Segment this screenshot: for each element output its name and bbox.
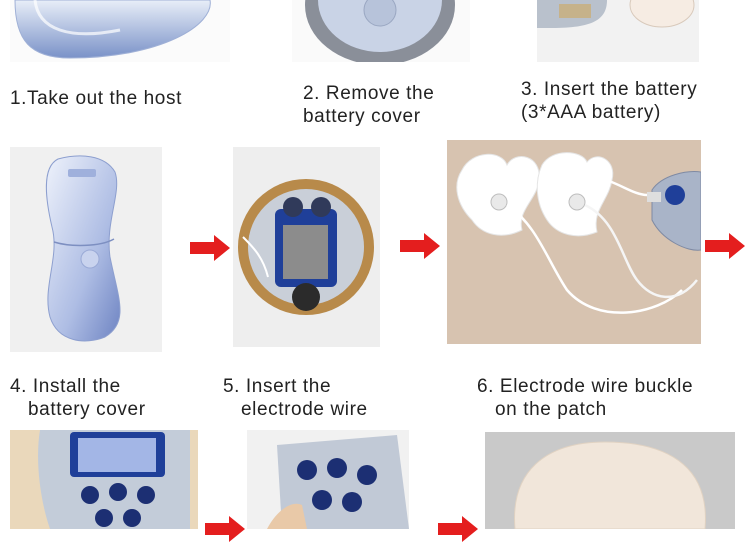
step-1-photo bbox=[10, 0, 230, 62]
step-1-caption: 1.Take out the host bbox=[10, 87, 182, 110]
arrow-right-icon bbox=[438, 516, 478, 542]
step-6-photo bbox=[447, 140, 701, 344]
step-4-line2: battery cover bbox=[28, 399, 146, 420]
step-6-line1: 6. Electrode wire buckle bbox=[477, 376, 694, 397]
step-7-photo bbox=[10, 430, 198, 529]
step-4-photo bbox=[10, 147, 162, 352]
arrow-right-icon bbox=[705, 233, 745, 259]
step-3-caption: 3. Insert the battery (3*AAA battery) bbox=[521, 78, 697, 124]
step-5-caption: 5. Insert the electrode wire bbox=[223, 375, 368, 421]
step-8-photo bbox=[247, 430, 409, 529]
step-2-photo bbox=[292, 0, 470, 62]
step-9-photo bbox=[485, 432, 735, 529]
step-2-line2: battery cover bbox=[303, 106, 421, 127]
step-3-photo bbox=[537, 0, 699, 62]
step-2-caption: 2. Remove the battery cover bbox=[303, 82, 434, 128]
step-6-line2: on the patch bbox=[495, 399, 607, 420]
arrow-right-icon bbox=[205, 516, 245, 542]
step-4-caption: 4. Install the battery cover bbox=[10, 375, 146, 421]
step-2-line1: 2. Remove the bbox=[303, 83, 435, 104]
step-4-line1: 4. Install the bbox=[10, 376, 121, 397]
step-5-photo bbox=[233, 147, 380, 347]
step-5-line2: electrode wire bbox=[241, 399, 368, 420]
step-1-line1: 1.Take out the host bbox=[10, 88, 182, 109]
arrow-right-icon bbox=[400, 233, 440, 259]
step-6-caption: 6. Electrode wire buckle on the patch bbox=[477, 375, 693, 421]
step-3-line2: (3*AAA battery) bbox=[521, 102, 661, 123]
arrow-right-icon bbox=[190, 235, 230, 261]
step-3-line1: 3. Insert the battery bbox=[521, 79, 698, 100]
step-5-line1: 5. Insert the bbox=[223, 376, 332, 397]
